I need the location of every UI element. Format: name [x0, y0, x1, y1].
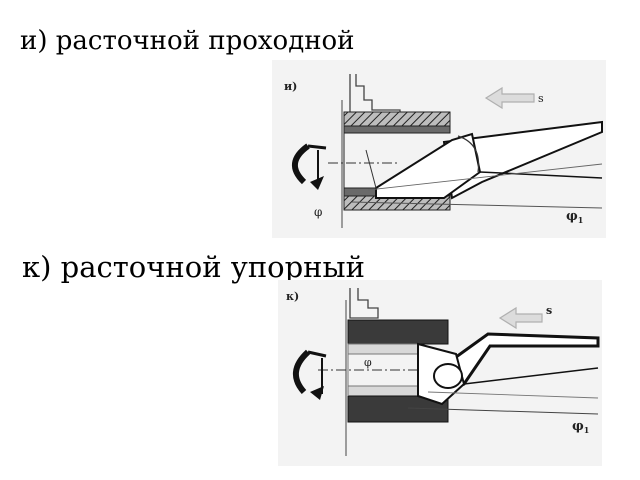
- angle-main-label: φ: [364, 356, 372, 369]
- angle-aux-label: φ1: [572, 419, 589, 435]
- diagram-boring-through: и) s φ: [272, 60, 606, 238]
- feed-label: s: [538, 92, 544, 105]
- heading-boring-through: и) расточной проходной: [20, 26, 355, 56]
- feed-label: s: [546, 304, 552, 317]
- boring-tool: [351, 120, 603, 209]
- rotation-arrow-icon: [292, 143, 327, 190]
- panel-label: к): [286, 290, 299, 303]
- angle-main-label: φ: [314, 205, 322, 219]
- diagram-boring-shoulder: к) s φ: [278, 280, 602, 466]
- rotation-arrow-icon: [293, 349, 327, 400]
- feed-arrow-icon: [484, 86, 535, 110]
- feed-arrow-icon: [498, 306, 543, 330]
- angle-aux-label: φ1: [566, 209, 583, 225]
- panel-label: и): [284, 80, 297, 93]
- heading-boring-shoulder: к) расточной упорный: [22, 250, 365, 284]
- boring-tool: [407, 332, 600, 415]
